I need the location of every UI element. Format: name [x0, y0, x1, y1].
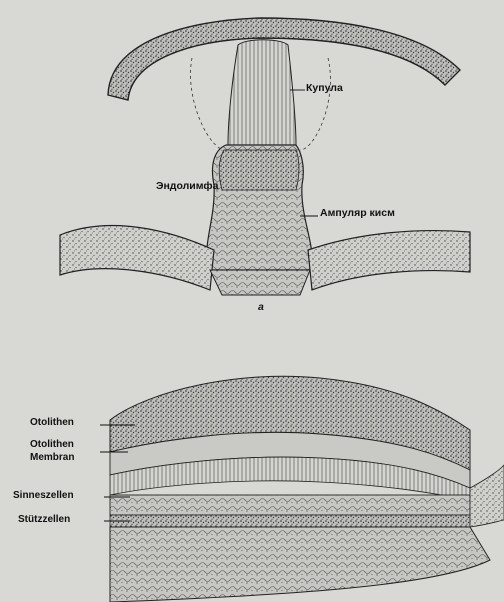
sensory-cells-label: Sinneszellen — [13, 491, 74, 502]
ampulla-wall-lower-left — [60, 226, 214, 290]
cupula-label: Купула — [306, 83, 343, 94]
crest-hair-cells — [219, 150, 299, 190]
connective-tissue — [110, 527, 490, 602]
ampulla-wall-lower-right — [308, 231, 470, 290]
ampulla-diagram — [60, 18, 470, 295]
otolith-membrane-label-line2: Membran — [30, 453, 74, 464]
otolith-label: Otolithen — [30, 418, 74, 429]
ampullary-crest-label: Ампуляр кисм — [320, 208, 395, 219]
panel-letter: a — [258, 302, 264, 313]
cupula — [228, 40, 296, 145]
support-cells-label: Stützzellen — [18, 515, 70, 526]
support-cell-layer — [110, 515, 470, 527]
epithelium-extension — [470, 465, 504, 527]
endolymph-label: Эндолимфа — [156, 181, 218, 192]
otolith-membrane-label-line1: Otolithen — [30, 440, 74, 451]
macula-diagram — [100, 376, 504, 602]
sensory-cell-layer — [110, 495, 470, 515]
nerve-base — [210, 270, 310, 295]
